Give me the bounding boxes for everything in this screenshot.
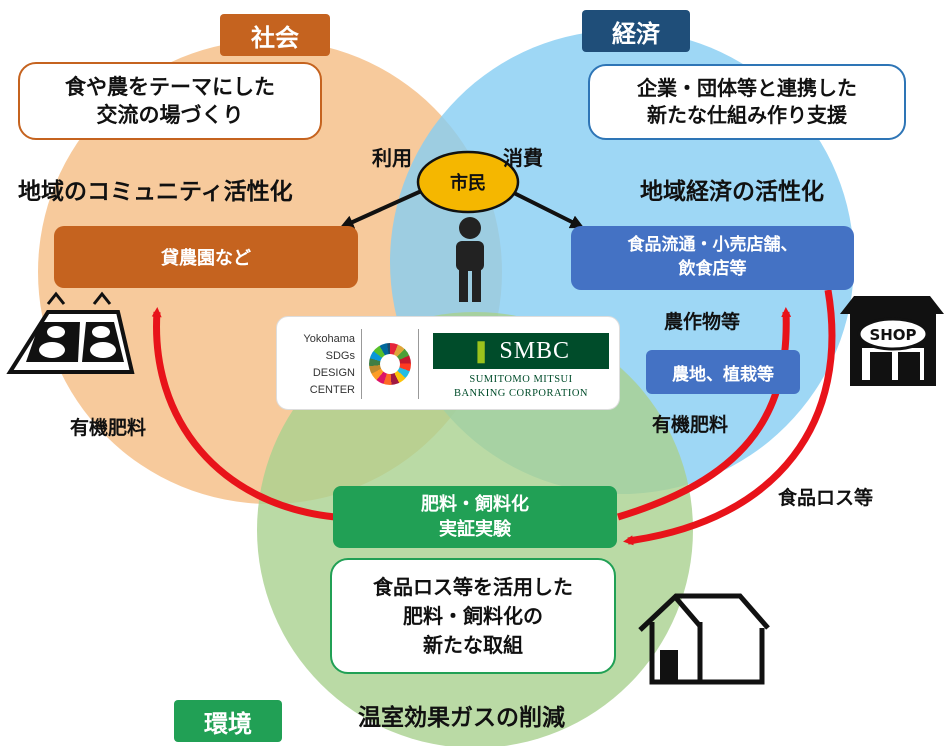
citizen-ellipse [416,150,520,214]
food-retail-box: 食品流通・小売店舗、 飲食店等 [571,226,854,290]
fertilizer-to-farm-arrow [151,307,336,521]
house-icon [638,593,770,685]
economy-goal: 地域経済の活性化 [640,179,824,205]
environment-tag: 環境 [174,700,282,742]
organic-fertilizer-right-label: 有機肥料 [652,414,729,436]
environment-theme-box: 食品ロス等を活用した 肥料・飼料化の 新たな取組 [330,558,616,674]
society-theme-box: 食や農をテーマにした 交流の場づくり [18,62,322,140]
sdgs-wheel-icon [369,343,411,385]
crops-label: 農作物等 [664,311,741,333]
shop-sign-text: SHOP [869,326,916,344]
citizen-label: 市民 [450,173,486,194]
smbc-leaf-icon: ❚ [471,338,492,363]
yokohama-sdgs-logo-text: Yokohama SDGs DESIGN CENTER [303,333,355,396]
environment-goal: 温室効果ガスの削減 [358,705,565,731]
smbc-logo: ❚ SMBC [433,333,609,369]
use-label: 利用 [372,146,412,170]
farmland-box: 農地、植栽等 [646,350,800,394]
organic-fertilizer-left-label: 有機肥料 [70,417,147,439]
smbc-full-name: SUMITOMO MITSUI BANKING CORPORATION [453,374,589,399]
society-tag: 社会 [220,14,330,56]
food-loss-label: 食品ロス等 [778,487,874,509]
economy-tag: 経済 [582,10,690,52]
consume-label: 消費 [503,146,543,170]
consume-arrow [507,188,585,229]
food-loss-arrow [623,289,836,546]
society-goal: 地域のコミュニティ活性化 [18,179,293,205]
fertilizer-experiment-box: 肥料・飼料化 実証実験 [333,486,617,548]
use-arrow [339,186,429,229]
partner-logo-card: Yokohama SDGs DESIGN CENTER ❚ SMBC SUMIT… [276,316,620,410]
citizen-figure-icon [456,217,484,302]
shop-icon: SHOP [840,296,944,386]
field-icon [6,291,135,374]
rental-farm-box: 貸農園など [54,226,358,288]
economy-theme-box: 企業・団体等と連携した 新たな仕組み作り支援 [588,64,906,140]
